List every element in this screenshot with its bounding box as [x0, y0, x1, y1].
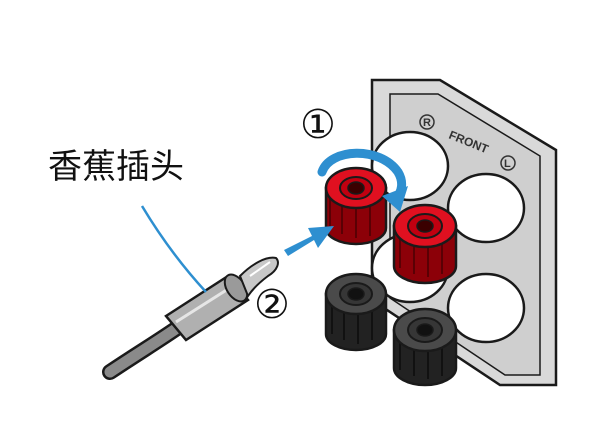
- label-leader-line: [140, 205, 207, 293]
- terminal-black-back[interactable]: [392, 307, 458, 387]
- step-number-1: ①: [300, 102, 336, 148]
- terminal-red-back[interactable]: [392, 203, 458, 285]
- socket-housing: [446, 172, 526, 244]
- banana-plug-label: 香蕉插头: [48, 147, 184, 187]
- socket-housing: [370, 130, 450, 202]
- channel-marker-left: L: [500, 155, 516, 171]
- curved-arrow-icon: [317, 148, 408, 212]
- socket-housings: [370, 130, 526, 344]
- svg-text:L: L: [504, 158, 511, 170]
- step-number-2: ②: [254, 282, 290, 328]
- terminal-red-front[interactable]: [324, 166, 388, 246]
- terminal-black-front[interactable]: [324, 272, 388, 352]
- plug-pin: [238, 256, 279, 299]
- banana-plug[interactable]: [102, 256, 279, 380]
- socket-housing: [446, 272, 526, 344]
- svg-text:R: R: [423, 117, 431, 129]
- channel-marker-right: R: [419, 114, 435, 130]
- straight-arrow-icon: [284, 226, 334, 256]
